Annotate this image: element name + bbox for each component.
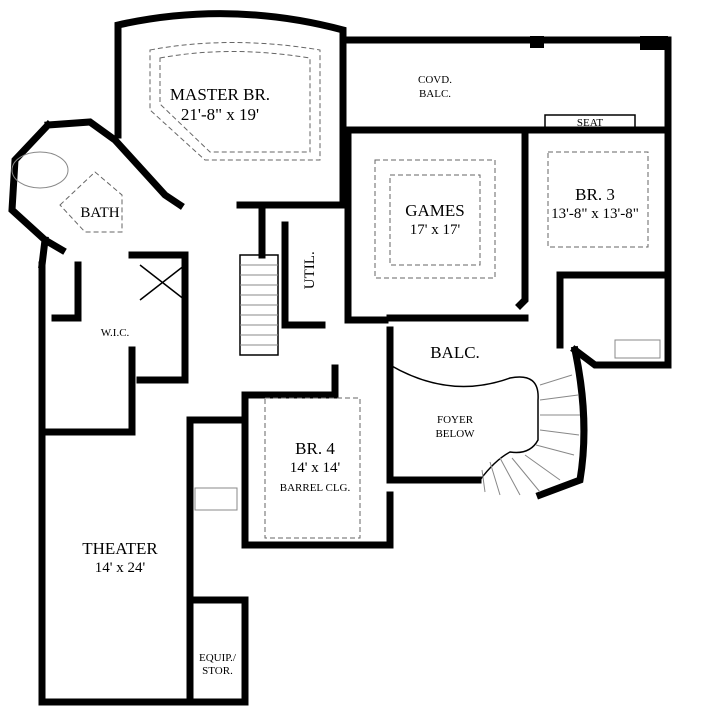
- seat-label: SEAT: [576, 117, 604, 129]
- theater-label: THEATER: [82, 539, 158, 558]
- util-label: UTIL.: [301, 251, 318, 290]
- games-room-walls: [344, 126, 529, 324]
- br3-size: 13'-8" x 13'-8": [551, 206, 639, 222]
- bathtub: [614, 339, 661, 359]
- equip-label-1: EQUIP./: [199, 652, 236, 664]
- equip-label-2: STOR.: [202, 665, 233, 677]
- theater-size: 14' x 24': [94, 560, 146, 576]
- covd-balc-label-1: COVD.: [418, 74, 452, 86]
- column: [640, 36, 668, 50]
- center-stair: [239, 254, 279, 356]
- bath-ceiling: [59, 171, 123, 233]
- bath-label: BATH: [80, 205, 120, 221]
- foyer-label-1: FOYER: [436, 414, 474, 426]
- wic-label: W.I.C.: [100, 327, 130, 339]
- shower: [139, 264, 186, 301]
- util-walls: [256, 201, 352, 329]
- bath-walls: [8, 118, 185, 269]
- master-br-size: 21'-8" x 19': [180, 105, 260, 124]
- foyer-walls: [386, 314, 588, 500]
- curved-stair: [481, 374, 580, 496]
- br4-size: 14' x 14': [289, 460, 341, 476]
- br3-ceiling: [547, 151, 649, 248]
- games-tray-inner: [389, 174, 481, 266]
- barrel-ceiling: [264, 397, 361, 539]
- master-bedroom-walls: [114, 10, 347, 209]
- br3-label: BR. 3: [575, 185, 615, 204]
- covered-balcony-walls: [339, 36, 672, 134]
- games-size: 17' x 17': [409, 222, 461, 238]
- games-label: GAMES: [405, 201, 465, 220]
- master-tray-ceiling: [149, 42, 321, 161]
- bathtub: [194, 487, 238, 511]
- foyer-label-2: BELOW: [435, 428, 475, 440]
- wic-walls: [38, 251, 189, 436]
- bedroom4-walls: [241, 326, 394, 549]
- window-seat: [544, 114, 636, 131]
- br4-label: BR. 4: [295, 439, 335, 458]
- balcony-rail: [389, 364, 539, 481]
- games-tray: [374, 159, 496, 279]
- column: [530, 36, 544, 48]
- master-tray-inner: [159, 51, 311, 153]
- theater-walls: [38, 261, 249, 706]
- master-br-label: MASTER BR.: [169, 85, 271, 104]
- balc-label: BALC.: [430, 343, 480, 362]
- covd-balc-label-2: BALC.: [418, 88, 452, 100]
- br4-ceiling-note: BARREL CLG.: [279, 482, 351, 494]
- bathtub: [11, 151, 69, 189]
